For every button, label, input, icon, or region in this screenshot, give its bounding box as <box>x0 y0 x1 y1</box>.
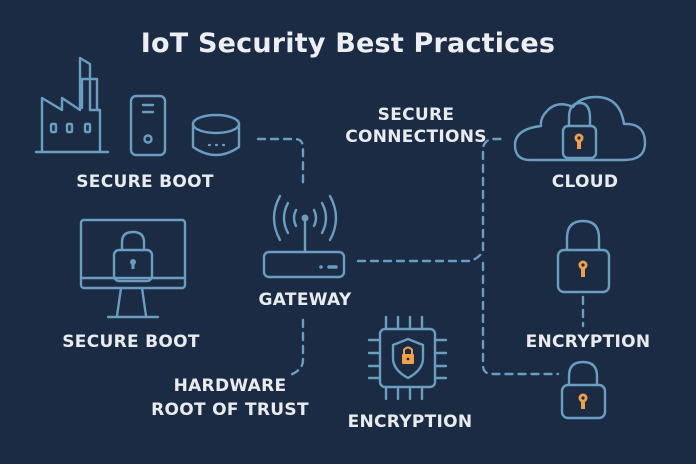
padlock-icon-bottom <box>560 360 607 420</box>
label-hardware-line2: ROOT OF TRUST <box>151 400 309 420</box>
padlock-icon-right <box>556 219 611 294</box>
connector-lines <box>256 137 585 377</box>
label-secure-connections-line1: SECURE <box>377 105 455 125</box>
database-icon <box>191 113 241 157</box>
connector-junction-lock-bottom <box>481 261 560 376</box>
monitor-lock-icon <box>79 218 187 319</box>
label-hardware-line1: HARDWARE <box>173 376 287 396</box>
label-gateway: GATEWAY <box>258 290 352 310</box>
label-encryption-chip: ENCRYPTION <box>347 412 473 432</box>
connector-gateway-hardware <box>288 318 305 377</box>
connector-junction-cloud <box>481 137 507 252</box>
cloud-lock-icon <box>513 95 647 162</box>
factory-icon <box>34 56 110 154</box>
label-encryption-right: ENCRYPTION <box>525 332 651 352</box>
connector-devices-gateway <box>256 137 305 190</box>
connector-gateway-junction <box>356 248 485 263</box>
wireless-router-icon <box>262 194 346 279</box>
label-cloud: CLOUD <box>551 172 619 192</box>
chip-shield-lock-icon <box>367 315 448 401</box>
label-secure-connections-line2: CONNECTIONS <box>345 127 487 147</box>
label-secure-boot-devices: SECURE BOOT <box>76 172 214 192</box>
label-secure-connections: SECURE CONNECTIONS <box>336 104 496 148</box>
server-tower-icon <box>129 94 167 157</box>
label-secure-boot-monitor: SECURE BOOT <box>62 332 200 352</box>
diagram-title: IoT Security Best Practices <box>140 28 556 59</box>
label-hardware-root-of-trust: HARDWARE ROOT OF TRUST <box>150 374 310 422</box>
